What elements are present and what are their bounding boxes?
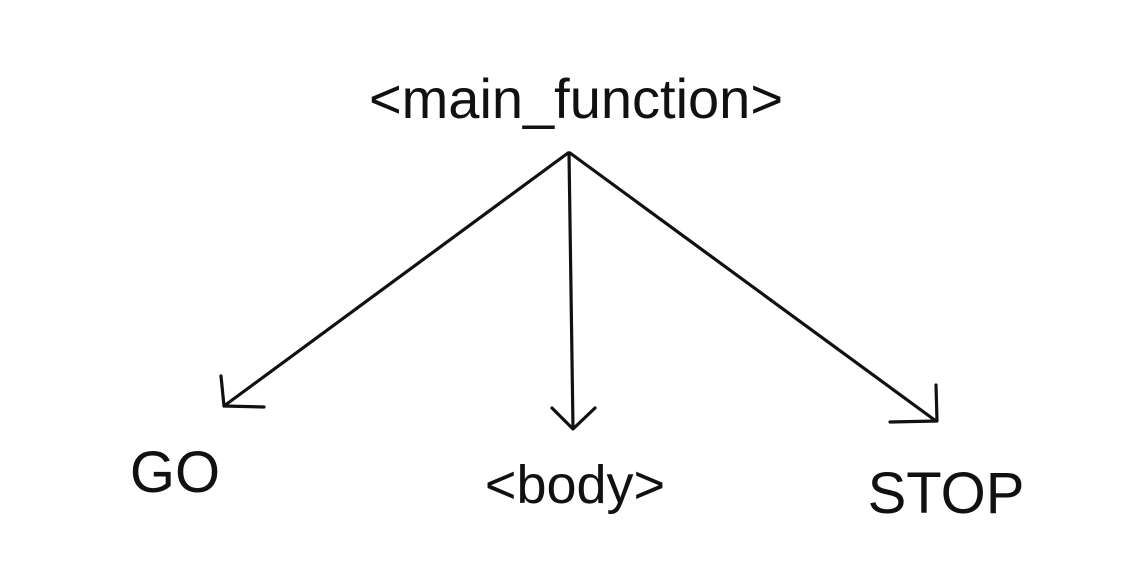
edge-root-to-go	[219, 151, 570, 409]
edge-line-body	[567, 151, 575, 430]
child-node-body: <body>	[485, 455, 665, 515]
edge-root-to-stop	[568, 151, 939, 424]
edge-line-go	[222, 151, 570, 408]
edge-line-stop	[568, 151, 938, 423]
child-node-stop: STOP	[868, 461, 1025, 526]
edge-root-to-body	[550, 151, 597, 431]
arrowhead-go	[219, 374, 266, 409]
root-node-main-function: <main_function>	[369, 67, 783, 130]
arrowhead-body	[550, 406, 597, 431]
arrowhead-stop	[888, 383, 939, 424]
child-node-go: GO	[130, 440, 220, 505]
